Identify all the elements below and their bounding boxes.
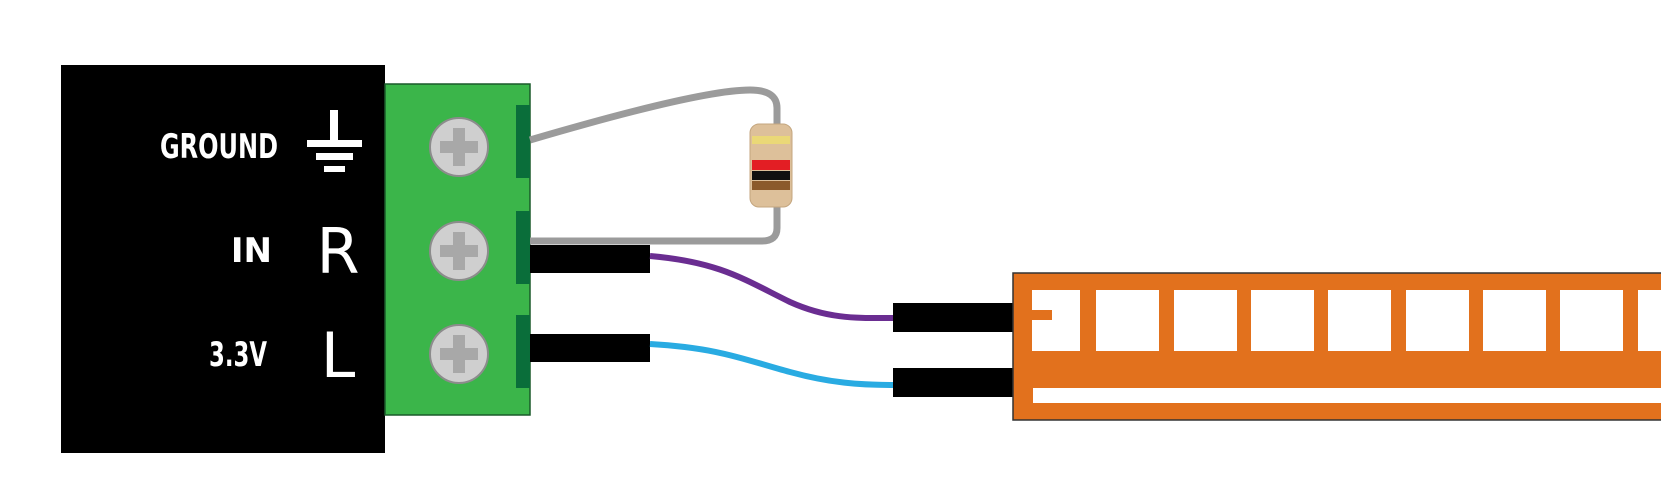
ground-symbol-icon bbox=[307, 110, 362, 172]
in-label: IN bbox=[231, 231, 272, 271]
voltage-label: 3.3V bbox=[209, 335, 267, 375]
screw-icon bbox=[429, 324, 489, 384]
right-channel-label: R bbox=[316, 215, 359, 288]
strip-connector-blue bbox=[893, 368, 1013, 397]
screw-icon bbox=[429, 117, 489, 177]
resistor bbox=[749, 123, 793, 208]
wire-connector-purple bbox=[530, 245, 650, 273]
blue-wire bbox=[649, 341, 896, 388]
strip-connector-purple bbox=[893, 303, 1013, 332]
ground-label: GROUND bbox=[160, 127, 278, 167]
left-channel-label: L bbox=[321, 319, 356, 392]
screw-icon bbox=[429, 221, 489, 281]
wire-connector-blue bbox=[530, 334, 650, 362]
terminal-tab bbox=[516, 315, 530, 388]
led-strip bbox=[1012, 272, 1661, 421]
terminal-tab bbox=[516, 105, 530, 178]
resistor-lead-top bbox=[529, 86, 781, 144]
purple-wire bbox=[649, 253, 896, 322]
resistor-lead-bottom bbox=[530, 205, 781, 245]
terminal-tab bbox=[516, 211, 530, 284]
